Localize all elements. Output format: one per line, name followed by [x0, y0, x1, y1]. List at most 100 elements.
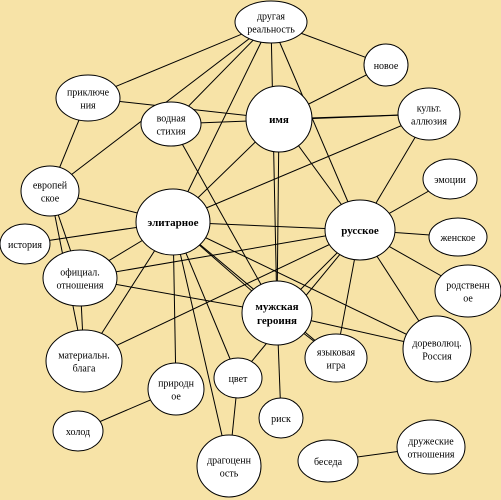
- node-ellipse: [140, 101, 202, 147]
- node-label: блага: [73, 364, 96, 375]
- node-label: ое: [463, 294, 473, 305]
- node-holod: холод: [52, 410, 104, 452]
- node-label: природн: [158, 379, 195, 390]
- node-ellipse: [147, 362, 205, 416]
- node-label: дружеские: [408, 437, 454, 448]
- node-russkoe: русское: [324, 199, 396, 261]
- node-ellipse: [45, 329, 123, 393]
- node-oficial: официал. отношения: [42, 249, 118, 307]
- node-label: ния: [80, 101, 96, 112]
- node-ellipse: [304, 333, 368, 383]
- node-label: эмоции: [434, 175, 466, 186]
- node-label: отношения: [407, 450, 454, 461]
- node-label: европей: [33, 181, 68, 192]
- node-cvet: цвет: [213, 357, 263, 399]
- node-rodstvennoe: родственн ое: [434, 264, 501, 318]
- node-ellipse: [297, 439, 359, 483]
- node-label: игра: [327, 361, 346, 372]
- node-dragocennost: драгоценн ость: [196, 434, 262, 498]
- edge-russkoe-oficial: [79, 229, 361, 279]
- node-label: имя: [269, 114, 289, 126]
- node-label: языковая: [317, 348, 356, 359]
- node-zhenskoe: женское: [428, 217, 488, 257]
- node-label: приключе: [67, 88, 110, 99]
- node-label: элитарное: [148, 217, 199, 229]
- node-label: ость: [220, 469, 239, 480]
- node-ellipse: [135, 188, 211, 256]
- node-ellipse: [52, 410, 104, 452]
- node-label: ское: [41, 194, 60, 205]
- edge-kult-elitarnoe: [172, 113, 430, 223]
- node-label: русское: [341, 225, 379, 237]
- node-prirodnoe: природн ое: [147, 362, 205, 416]
- node-ellipse: [428, 217, 488, 257]
- node-ellipse: [422, 158, 478, 200]
- node-evropeiskoe: европей ское: [20, 165, 80, 217]
- node-label: стихия: [156, 127, 186, 138]
- node-ellipse: [196, 434, 262, 498]
- node-ellipse: [402, 315, 472, 383]
- node-label: отношения: [56, 281, 103, 292]
- node-ellipse: [434, 264, 501, 318]
- node-ellipse: [213, 357, 263, 399]
- node-label: культ.: [417, 104, 442, 115]
- node-ellipse: [397, 87, 461, 141]
- node-elitarnoe: элитарное: [135, 188, 211, 256]
- node-ellipse: [234, 0, 308, 44]
- node-ellipse: [55, 74, 121, 122]
- node-istoriya: история: [0, 223, 51, 265]
- node-beseda: беседа: [297, 439, 359, 483]
- node-label: история: [8, 240, 42, 251]
- node-ellipse: [241, 280, 313, 346]
- node-vodnaya: водная стихия: [140, 101, 202, 147]
- node-risk: риск: [258, 397, 304, 439]
- node-label: материальн.: [58, 351, 110, 362]
- node-ellipse: [258, 397, 304, 439]
- node-ellipse: [396, 419, 466, 475]
- node-ellipse: [363, 43, 409, 87]
- node-label: драгоценн: [207, 456, 252, 467]
- node-label: ое: [171, 392, 181, 403]
- node-ellipse: [245, 85, 313, 153]
- node-dorevol: дореволюц. Россия: [402, 315, 472, 383]
- node-label: официал.: [60, 268, 100, 279]
- node-label: холод: [66, 427, 90, 438]
- node-druzheskie: дружеские отношения: [396, 419, 466, 475]
- edge-russkoe-materialn: [83, 229, 361, 362]
- node-label: героиня: [257, 315, 297, 327]
- edge-drugaya-priklyucheniya: [87, 21, 272, 99]
- node-emocii: эмоции: [422, 158, 478, 200]
- node-ellipse: [20, 165, 80, 217]
- node-label: мужская: [255, 301, 298, 313]
- node-label: аллюзия: [411, 117, 447, 128]
- edge-elitarnoe-dragocennost: [172, 221, 230, 467]
- node-label: водная: [157, 114, 186, 125]
- node-label: беседа: [314, 457, 343, 468]
- node-imya: имя: [245, 85, 313, 153]
- node-muzhskaya: мужская героиня: [241, 280, 313, 346]
- node-ellipse: [42, 249, 118, 307]
- node-priklyucheniya: приключе ния: [55, 74, 121, 122]
- node-label: родственн: [446, 281, 490, 292]
- node-ellipse: [0, 223, 51, 265]
- node-materialn: материальн. блага: [45, 329, 123, 393]
- node-label: риск: [271, 414, 291, 425]
- node-label: другая: [257, 12, 285, 23]
- node-label: новое: [374, 61, 399, 72]
- node-label: Россия: [422, 352, 452, 363]
- node-ellipse: [324, 199, 396, 261]
- node-kult: культ. аллюзия: [397, 87, 461, 141]
- node-yazykovaya: языковая игра: [304, 333, 368, 383]
- node-drugaya: другая реальность: [234, 0, 308, 44]
- node-label: реальность: [247, 25, 295, 36]
- node-novoe: новое: [363, 43, 409, 87]
- node-label: дореволюц.: [412, 339, 461, 350]
- node-label: цвет: [229, 374, 248, 385]
- node-label: женское: [440, 233, 476, 244]
- edge-drugaya-muzhskaya: [270, 21, 278, 314]
- edge-vodnaya-muzhskaya: [170, 123, 278, 314]
- edge-drugaya-russkoe: [270, 21, 361, 231]
